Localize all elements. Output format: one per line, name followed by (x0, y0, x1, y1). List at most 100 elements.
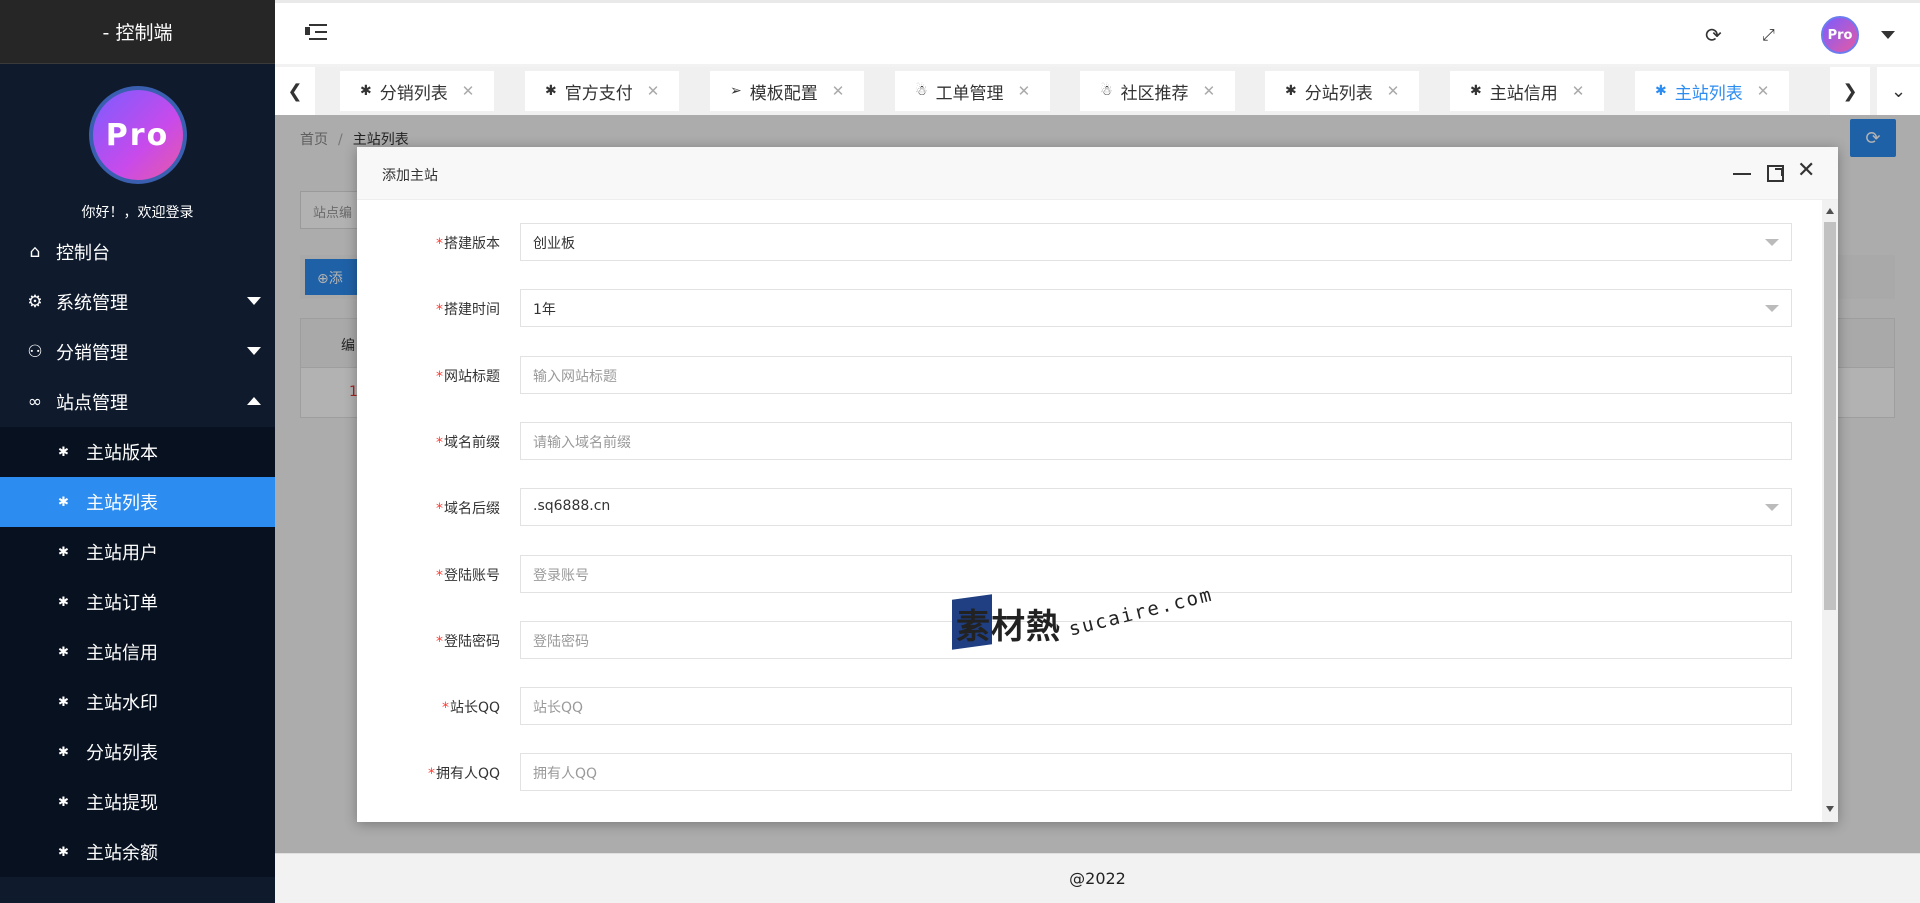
sidebar-subitem[interactable]: ✱主站提现 (0, 777, 275, 827)
scroll-down-icon[interactable] (1826, 806, 1834, 812)
palm-icon: ✱ (58, 444, 69, 460)
refresh-icon[interactable]: ⟳ (1705, 23, 1722, 47)
form-row-domain-suffix: *域名后缀 .sq6888.cn (357, 488, 1822, 526)
close-icon[interactable]: ✕ (461, 82, 475, 100)
sidebar-item-label: 控制台 (56, 243, 110, 264)
required-mark: * (427, 766, 435, 782)
required-mark: * (436, 302, 443, 318)
sidebar-subitem[interactable]: ✱主站订单 (0, 577, 275, 627)
refresh-icon: ⟳ (1865, 127, 1881, 149)
sidebar-item-distribution[interactable]: ⚇ 分销管理 (0, 327, 275, 377)
select-value: 创业板 (533, 236, 575, 252)
breadcrumb-separator: / (338, 132, 343, 148)
scroll-up-icon[interactable] (1826, 208, 1834, 214)
tab-menu-chevron-icon[interactable]: ⌄ (1877, 67, 1920, 115)
close-icon[interactable]: ✕ (1756, 82, 1770, 100)
field-label-text: 域名前缀 (444, 435, 500, 451)
tab-scroll-right-icon[interactable]: ❯ (1830, 67, 1870, 115)
palm-icon: ✱ (1470, 83, 1482, 99)
required-mark: * (441, 700, 449, 716)
field-label: *登陆密码 (357, 631, 500, 651)
sidebar-item-console[interactable]: ⌂ 控制台 (0, 227, 275, 277)
close-icon[interactable]: ✕ (1571, 82, 1585, 100)
header-avatar[interactable]: Pro (1821, 16, 1859, 54)
close-icon[interactable]: ✕ (1202, 82, 1216, 100)
field-label: *拥有人QQ (357, 763, 500, 783)
fullscreen-icon[interactable]: ⤢ (1762, 25, 1775, 44)
site-title-input[interactable]: 输入网站标题 (520, 356, 1792, 394)
user-icon: ⚇ (27, 342, 43, 362)
close-icon[interactable]: ✕ (646, 82, 660, 100)
breadcrumb: 首页 / 主站列表 (300, 129, 409, 149)
profile-panel: Pro 你好！，欢迎登录 (0, 64, 275, 227)
tab-item[interactable]: ✱官方支付✕ (525, 71, 680, 111)
gear-icon: ⚙ (27, 292, 43, 312)
sidebar-subitem[interactable]: ✱ 主站版本 (0, 427, 275, 477)
refresh-button[interactable]: ⟳ (1850, 119, 1896, 157)
tab-item[interactable]: ✱分销列表✕ (340, 71, 495, 111)
link-icon: ∞ (27, 392, 43, 412)
paper-plane-icon: ➢ (730, 83, 742, 99)
duration-select[interactable]: 1年 (520, 289, 1792, 327)
required-mark: * (436, 634, 443, 650)
required-mark: * (436, 236, 443, 252)
maximize-icon[interactable] (1767, 165, 1784, 182)
sidebar-menu: ⌂ 控制台 ⚙ 系统管理 ⚇ 分销管理 ∞ 站点管理 (0, 227, 275, 427)
tab-item-active[interactable]: ✱主站列表✕ (1635, 71, 1790, 111)
sidebar-subitem[interactable]: ✱主站信用 (0, 627, 275, 677)
modal-title: 添加主站 (382, 168, 438, 184)
sidebar-subitem[interactable]: ✱主站余额 (0, 827, 275, 877)
tab-scroll-left-icon[interactable]: ❮ (275, 67, 315, 115)
palm-icon: ✱ (58, 594, 69, 610)
add-button-label: 添 (328, 271, 343, 287)
field-label: *域名后缀 (357, 498, 500, 518)
sidebar-item-sites[interactable]: ∞ 站点管理 (0, 377, 275, 427)
palm-icon: ✱ (1285, 83, 1297, 99)
chevron-down-icon (247, 347, 261, 355)
tab-label: 分站列表 (1304, 83, 1373, 104)
sidebar-subitem-label: 主站水印 (86, 693, 158, 714)
close-icon[interactable]: ✕ (831, 82, 845, 100)
close-icon[interactable]: ✕ (1386, 82, 1400, 100)
close-icon[interactable]: ✕ (1017, 82, 1031, 100)
chevron-down-icon[interactable] (1881, 31, 1895, 39)
domain-prefix-input[interactable]: 请输入域名前缀 (520, 422, 1792, 460)
required-mark: * (436, 568, 443, 584)
tab-item[interactable]: ☃工单管理✕ (895, 71, 1051, 111)
holder-qq-input[interactable]: 拥有人QQ (520, 753, 1792, 791)
account-input[interactable]: 登录账号 (520, 555, 1792, 593)
webmaster-qq-input[interactable]: 站长QQ (520, 687, 1792, 725)
field-label-text: 站长QQ (449, 700, 500, 716)
form-row-account: *登陆账号 登录账号 (357, 555, 1822, 593)
domain-suffix-select[interactable]: .sq6888.cn (520, 488, 1792, 526)
close-icon[interactable]: ✕ (1797, 158, 1816, 183)
password-input[interactable]: 登陆密码 (520, 621, 1792, 659)
tab-item[interactable]: ➢模板配置✕ (710, 71, 865, 111)
avatar[interactable]: Pro (88, 86, 187, 184)
chevron-down-icon (1765, 504, 1779, 511)
sidebar-item-system[interactable]: ⚙ 系统管理 (0, 277, 275, 327)
palm-icon: ✱ (1655, 83, 1667, 99)
scrollbar-thumb[interactable] (1824, 222, 1836, 610)
sidebar-subitem-label: 主站版本 (86, 443, 158, 464)
welcome-text: 你好！，欢迎登录 (81, 205, 194, 221)
modal-header[interactable]: 添加主站 ✕ (357, 147, 1838, 200)
sidebar-subitem[interactable]: ✱主站用户 (0, 527, 275, 577)
minimize-icon[interactable] (1733, 173, 1751, 175)
form-row-version: *搭建版本 创业板 (357, 223, 1822, 261)
sidebar-subitem-label: 主站信用 (86, 643, 158, 664)
breadcrumb-home[interactable]: 首页 (300, 132, 328, 148)
tab-item[interactable]: ✱主站信用✕ (1450, 71, 1605, 111)
sidebar-subitem[interactable]: ✱分站列表 (0, 727, 275, 777)
collapse-menu-icon[interactable] (305, 21, 327, 43)
version-select[interactable]: 创业板 (520, 223, 1792, 261)
sidebar-subitem-label: 主站用户 (86, 543, 158, 564)
sidebar-subitem[interactable]: ✱主站水印 (0, 677, 275, 727)
tab-item[interactable]: ✱ 分站列表 ✕ (1265, 71, 1420, 111)
tab-item[interactable]: ☃社区推荐✕ (1080, 71, 1236, 111)
form-row-site-title: *网站标题 输入网站标题 (357, 356, 1822, 394)
sidebar-subitem-active[interactable]: ✱主站列表 (0, 477, 275, 527)
modal-scrollbar[interactable] (1822, 200, 1838, 822)
breadcrumb-current: 主站列表 (352, 132, 409, 148)
users-icon: ☃ (1100, 83, 1113, 99)
